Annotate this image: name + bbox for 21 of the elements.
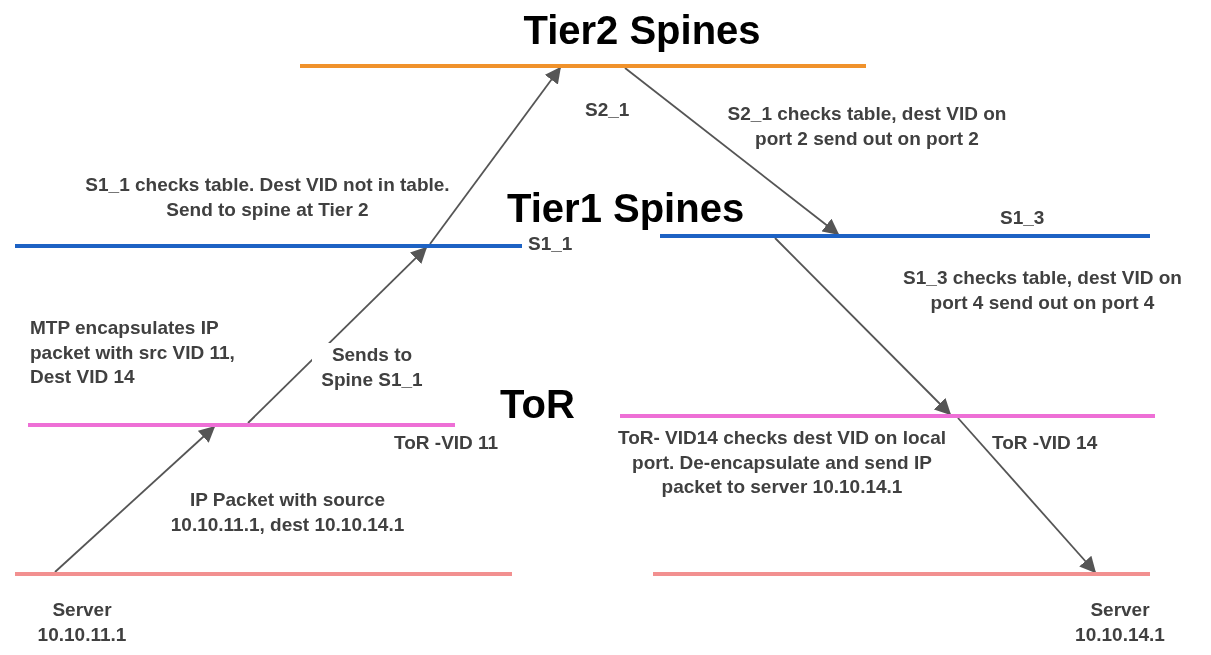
arrow	[54, 425, 216, 573]
annotation-text: MTP encapsulates IP packet with src VID 11, Dest VID 14	[30, 316, 236, 390]
node-label: S1_3	[1000, 206, 1046, 230]
node-label: S1_1	[528, 232, 574, 256]
annotation-text: S1_3 checks table, dest VID on port 4 send out on port 4	[902, 266, 1183, 315]
node-label: ToR -VID 14	[992, 431, 1099, 455]
node-label: ToR -VID 11	[394, 431, 500, 455]
annotation-text: S1_1 checks table. Dest VID not in table. Send to spine at Tier 2	[84, 173, 451, 222]
node-label: Server 10.10.14.1	[1074, 598, 1166, 647]
tier-heading: Tier1 Spines	[507, 186, 745, 230]
tier-heading: ToR	[500, 382, 575, 426]
annotation-text: ToR- VID14 checks dest VID on local port. De-encapsulate and send IP packet to server 10.10.14.1	[617, 426, 947, 500]
tier-heading: Tier2 Spines	[523, 8, 761, 52]
arrow	[957, 417, 1097, 574]
arrow	[624, 67, 840, 235]
arrow	[429, 66, 561, 245]
arrow	[247, 246, 428, 424]
arrow	[774, 237, 952, 416]
node-label: S2_1	[585, 98, 631, 122]
node-label: Server 10.10.11.1	[36, 598, 128, 647]
annotation-text: S2_1 checks table, dest VID on port 2 send out on port 2	[726, 102, 1008, 151]
